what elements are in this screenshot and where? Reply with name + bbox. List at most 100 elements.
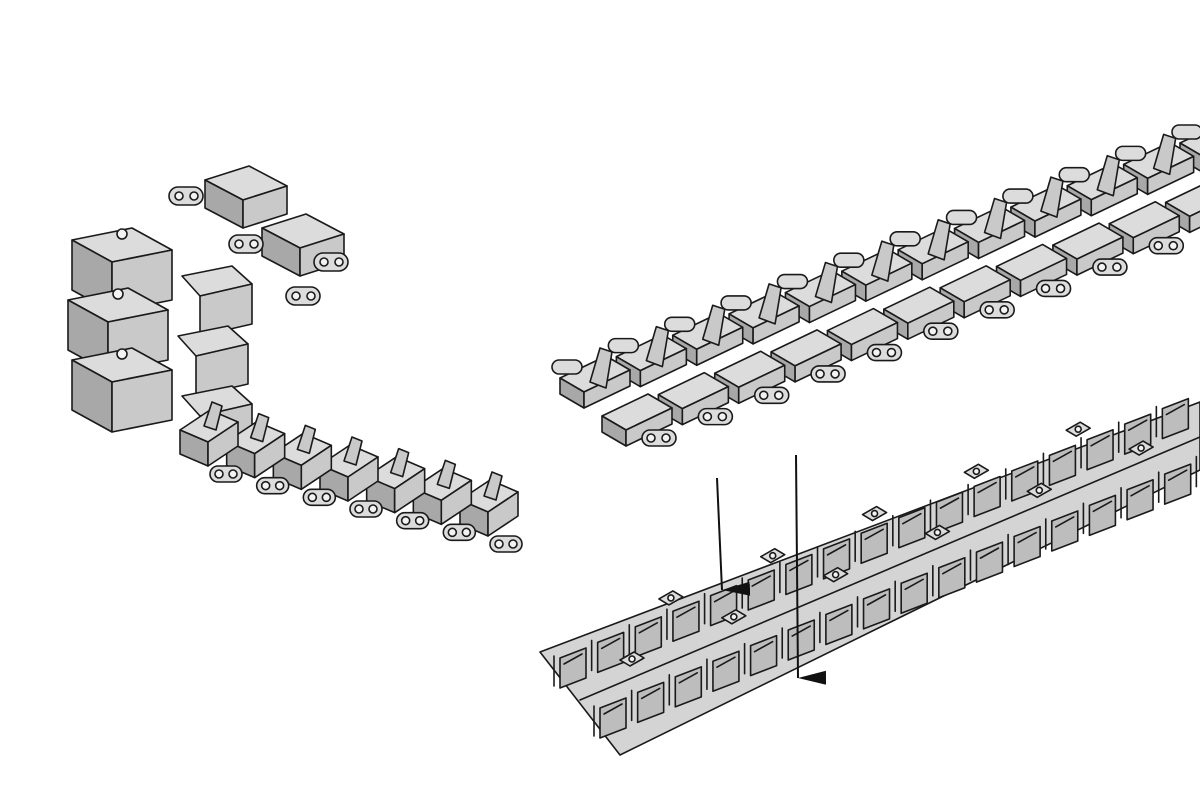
pocket-edge xyxy=(1054,516,1075,528)
link-end-connector xyxy=(776,273,809,290)
pocket-edge xyxy=(1017,531,1037,544)
connector-pin xyxy=(274,480,285,491)
pocket-edge xyxy=(791,625,812,637)
band-pocket xyxy=(860,522,888,565)
pocket-edge xyxy=(1130,484,1150,497)
horn-pin xyxy=(730,613,738,621)
connector-pin xyxy=(447,527,458,538)
pocket-edge xyxy=(678,672,699,684)
link-end-connector xyxy=(551,359,583,375)
horn-pin xyxy=(628,655,636,663)
pocket-edge xyxy=(866,594,887,606)
link-front-face xyxy=(1090,176,1139,217)
link-end-connector xyxy=(889,231,921,247)
link-guide-horn xyxy=(1040,176,1064,218)
connector-pin xyxy=(661,433,671,443)
band-pocket xyxy=(1088,494,1117,537)
link-front-face xyxy=(440,479,473,526)
connector-pin xyxy=(189,191,199,201)
pocket-edge xyxy=(1165,403,1186,416)
pocket-edge xyxy=(977,481,997,494)
link-front-face xyxy=(253,432,286,479)
band-pocket xyxy=(822,538,851,580)
band-pocket xyxy=(862,588,891,630)
pocket-edge xyxy=(942,562,962,575)
pocket-edge xyxy=(716,656,736,669)
connector-pin xyxy=(116,228,128,240)
pocket-edge xyxy=(826,544,847,556)
pocket-edge xyxy=(904,578,924,591)
connector-pin xyxy=(414,515,425,526)
link-front-face xyxy=(1076,236,1124,276)
link-guide-horn xyxy=(1096,154,1121,197)
link-front-face xyxy=(487,491,519,537)
connector-pin xyxy=(494,539,504,549)
link-guide-horn xyxy=(871,240,895,282)
link-guide-horn xyxy=(1152,133,1177,176)
connector-pin xyxy=(984,305,994,315)
link-front-face xyxy=(808,283,857,324)
link-front-face xyxy=(1034,198,1082,238)
pocket-edge xyxy=(979,547,1000,559)
connector-pin xyxy=(871,347,882,358)
curved-track-link xyxy=(179,401,243,483)
link-end-connector xyxy=(1002,188,1034,204)
curved-track-link xyxy=(365,447,430,530)
band-pocket xyxy=(825,603,853,646)
connector-pin xyxy=(214,469,224,479)
link-front-face xyxy=(300,444,333,491)
pocket-edge xyxy=(676,606,696,619)
band-pocket xyxy=(1050,510,1079,552)
connector-pin xyxy=(249,239,259,249)
link-front-face xyxy=(681,385,730,426)
link-front-face xyxy=(865,262,913,302)
band-pocket xyxy=(749,634,778,677)
pocket-edge xyxy=(600,637,621,650)
connector-pin xyxy=(1097,262,1107,272)
connector-pin xyxy=(306,291,316,301)
link-end-connector xyxy=(1058,166,1091,183)
link-end-connector xyxy=(833,252,865,268)
curved-track-link xyxy=(319,436,383,518)
link-front-face xyxy=(1146,155,1195,196)
pocket-edge xyxy=(563,653,583,665)
track-link xyxy=(551,347,677,447)
link-guide-horn xyxy=(814,261,839,304)
track-link xyxy=(1002,176,1128,276)
band-pocket xyxy=(712,650,740,693)
flat-band-track-section xyxy=(539,397,1200,756)
band-pocket xyxy=(634,616,663,658)
pocket-edge xyxy=(751,575,772,587)
link-guide-horn xyxy=(645,325,670,368)
track-link xyxy=(776,261,903,362)
connector-pin xyxy=(260,480,271,491)
connector-pin xyxy=(319,257,329,267)
arrow-right xyxy=(795,454,827,685)
link-end-connector xyxy=(607,337,640,354)
track-link xyxy=(1058,154,1185,255)
band-divider xyxy=(579,436,1200,701)
horn-pin xyxy=(1137,444,1145,452)
band-pocket xyxy=(938,556,966,599)
link-end-connector xyxy=(1171,124,1200,140)
link-guide-horn xyxy=(343,436,363,466)
separate-link-pair xyxy=(168,165,349,306)
connector-pin xyxy=(1112,262,1122,272)
link-guide-horn xyxy=(203,401,223,431)
band-pocket xyxy=(787,619,816,661)
placement-arrows xyxy=(716,454,827,685)
link-front-face xyxy=(199,283,253,337)
band-pocket xyxy=(975,541,1004,583)
connector-pin xyxy=(307,492,318,503)
band-pocket xyxy=(1161,397,1190,440)
connector-pin xyxy=(928,326,938,336)
connector-pin xyxy=(1040,283,1051,294)
pocket-edge xyxy=(753,640,774,653)
connector-pin xyxy=(174,191,184,201)
connector-pin xyxy=(702,411,713,422)
link-end-connector xyxy=(1114,145,1147,162)
link-guide-horn xyxy=(389,447,410,478)
horn-pin xyxy=(1074,425,1082,433)
link-guide-horn xyxy=(436,459,457,490)
